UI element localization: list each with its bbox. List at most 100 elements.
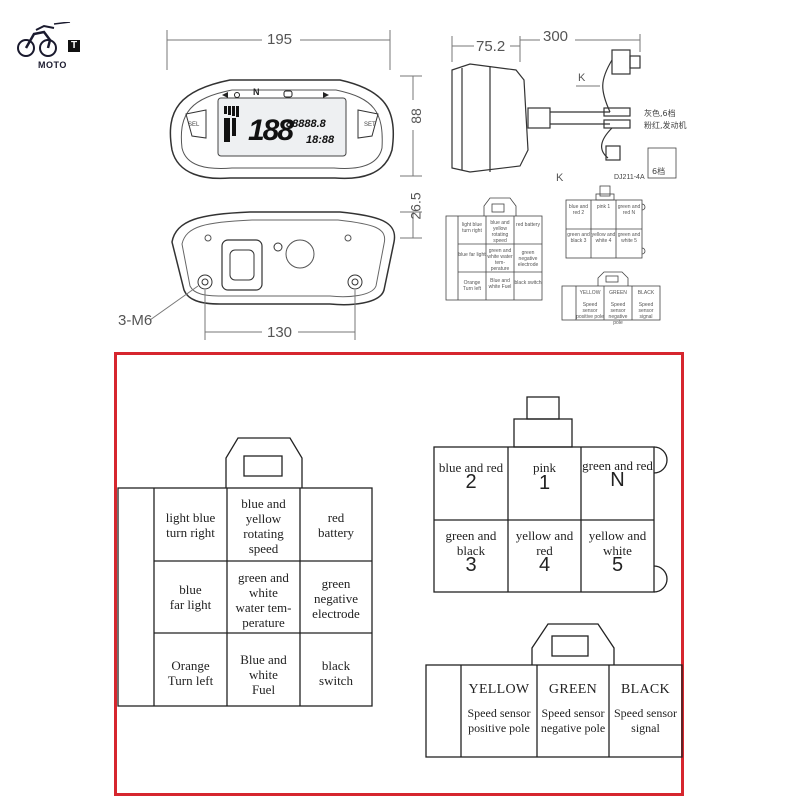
small-sensor-cell: Speed sensor signal — [638, 302, 654, 320]
sensor-wire-color: YELLOW — [468, 682, 530, 697]
gear-cell-r2c2: yellow and red 4 — [508, 528, 581, 576]
wire-color: green and white — [238, 570, 289, 600]
connector-code: DJ211-4A — [614, 174, 645, 181]
small-gear-cell: blue and red 2 — [568, 204, 589, 216]
small-six-pin-cell: Orange Turn left — [462, 280, 482, 292]
dim-depth: 75.2 — [476, 38, 506, 55]
six-pin-cell-r2c1: blue far light — [154, 582, 227, 612]
gear-pin: 1 — [538, 472, 551, 494]
wire-color: Blue and white — [240, 652, 287, 682]
gear-pin: 5 — [611, 554, 624, 576]
gear-cell-r1c1: blue and red 2 — [434, 460, 508, 493]
gauge-side-view — [451, 63, 529, 173]
sensor-wire-desc: Speed sensor signal — [614, 706, 677, 735]
small-gear-cell: pink 1 — [596, 204, 611, 210]
wire-function: water tem-perature — [235, 600, 292, 630]
six-pin-cell-r1c3: red battery — [300, 510, 372, 540]
cable-note-2: 粉红,发动机 — [644, 121, 687, 130]
sensor-cell-3: BLACK Speed sensor signal — [609, 682, 682, 736]
sensor-cell-2: GREEN Speed sensor negative pole — [537, 682, 609, 736]
small-sensor-cell: GREEN — [609, 290, 627, 296]
six-pin-cell-r3c2: Blue and white Fuel — [227, 652, 300, 697]
wire-function: negative electrode — [312, 591, 360, 621]
dim-screw: 3-M6 — [118, 312, 153, 329]
six-pin-cell-r1c2: blue and yellow rotating speed — [227, 496, 300, 556]
small-gear-cell: green and white 5 — [617, 232, 641, 244]
wire-color: blue and red — [438, 460, 504, 475]
small-sensor-cell: Speed sensor positive pole — [576, 302, 604, 320]
gear-pin: 4 — [538, 554, 551, 576]
gauge-odo-digits: 88888.8 — [286, 118, 326, 130]
lcd-screen — [217, 97, 347, 157]
gauge-front-housing — [169, 79, 395, 180]
small-six-pin-cell: green negative electrode — [517, 250, 539, 268]
small-six-pin-cell: light blue turn right — [461, 222, 482, 234]
dim-mount-spacing: 130 — [267, 324, 293, 341]
gauge-small-digits: 18:88 — [306, 134, 335, 146]
wire-color: blue — [179, 582, 202, 597]
small-sensor-cell: YELLOW — [579, 290, 601, 296]
small-six-pin-cell: black switch — [514, 280, 542, 286]
wire-color: red — [327, 510, 345, 525]
sensor-wire-color: GREEN — [548, 682, 598, 697]
gauge-rear-housing — [171, 211, 396, 306]
wire-color: pink — [532, 460, 557, 475]
sensor-wire-desc: Speed sensor negative pole — [540, 706, 606, 735]
wire-function: switch — [319, 673, 353, 688]
small-sensor-cell: Speed sensor negative pole — [608, 302, 628, 326]
wire-color: green and black — [445, 528, 497, 558]
wire-function: Fuel — [251, 682, 276, 697]
six-pin-cell-r1c1: light blue turn right — [154, 510, 227, 540]
small-six-pin-cell: blue far light — [458, 252, 486, 258]
dim-k-label: K — [578, 72, 586, 84]
gauge-neutral-indicator: N — [253, 87, 260, 97]
brand-logo-text: MOTO — [38, 60, 67, 70]
sensor-wire-color: BLACK — [621, 682, 670, 697]
wire-function: far light — [169, 597, 212, 612]
brand-badge: T — [68, 40, 80, 52]
six-pin-cell-r3c3: black switch — [300, 658, 372, 688]
brand-logo-icon — [17, 22, 71, 57]
small-six-pin-cell: blue and yellow rotating speed — [490, 220, 510, 244]
cable-note-1: 灰色,6档 — [644, 109, 676, 118]
wire-color: blue and yellow — [241, 496, 286, 526]
gauge-left-button-label: SEL — [188, 122, 200, 128]
dim-width: 195 — [267, 31, 293, 48]
wire-color: Orange — [171, 658, 210, 673]
small-six-pin-cell: green and white water tem-perature — [487, 248, 513, 272]
wire-color: yellow and white — [588, 528, 647, 558]
highlight-frame — [114, 352, 684, 796]
small-six-pin-cell: red battery — [516, 222, 540, 228]
wire-function: battery — [317, 525, 355, 540]
dim-cable: 300 — [543, 28, 569, 45]
small-gear-cell: green and black 3 — [567, 232, 590, 244]
sensor-cell-1: YELLOW Speed sensor positive pole — [461, 682, 537, 736]
wire-function: rotating speed — [243, 526, 284, 556]
gauge-big-digits: 188 — [248, 114, 294, 147]
six-pin-cell-r2c2: green and white water tem-perature — [227, 570, 300, 630]
six-pin-cell-r2c3: green negative electrode — [300, 576, 372, 621]
gear-pin: N — [610, 469, 625, 491]
wire-color: green — [321, 576, 351, 591]
dim-k-label-2: K — [556, 172, 564, 184]
small-sensor-cell: BLACK — [637, 290, 655, 296]
gear-cell-r2c3: yellow and white 5 — [581, 528, 654, 576]
technical-drawing — [149, 30, 677, 340]
gear-cell-r2c1: green and black 3 — [434, 528, 508, 576]
wire-function: Turn left — [167, 673, 214, 688]
small-six-pin-cell: Blue and white Fuel — [488, 278, 512, 290]
small-gear-cell: green and red N — [617, 204, 641, 216]
six-pin-note: 6档 — [652, 167, 666, 176]
wire-function: turn right — [166, 525, 215, 540]
small-gear-cell: yellow and white 4 — [591, 232, 616, 244]
wire-color: light blue — [165, 510, 216, 525]
gauge-right-button-label: SET — [364, 122, 376, 128]
gear-pin: 3 — [465, 554, 477, 576]
gear-cell-r1c3: green and red N — [581, 458, 654, 491]
gear-cell-r1c2: pink 1 — [508, 460, 581, 494]
gear-pin: 2 — [465, 471, 477, 493]
sensor-wire-desc: Speed sensor positive pole — [467, 706, 531, 735]
wire-color: black — [321, 658, 351, 673]
wire-color: yellow and red — [515, 528, 574, 558]
